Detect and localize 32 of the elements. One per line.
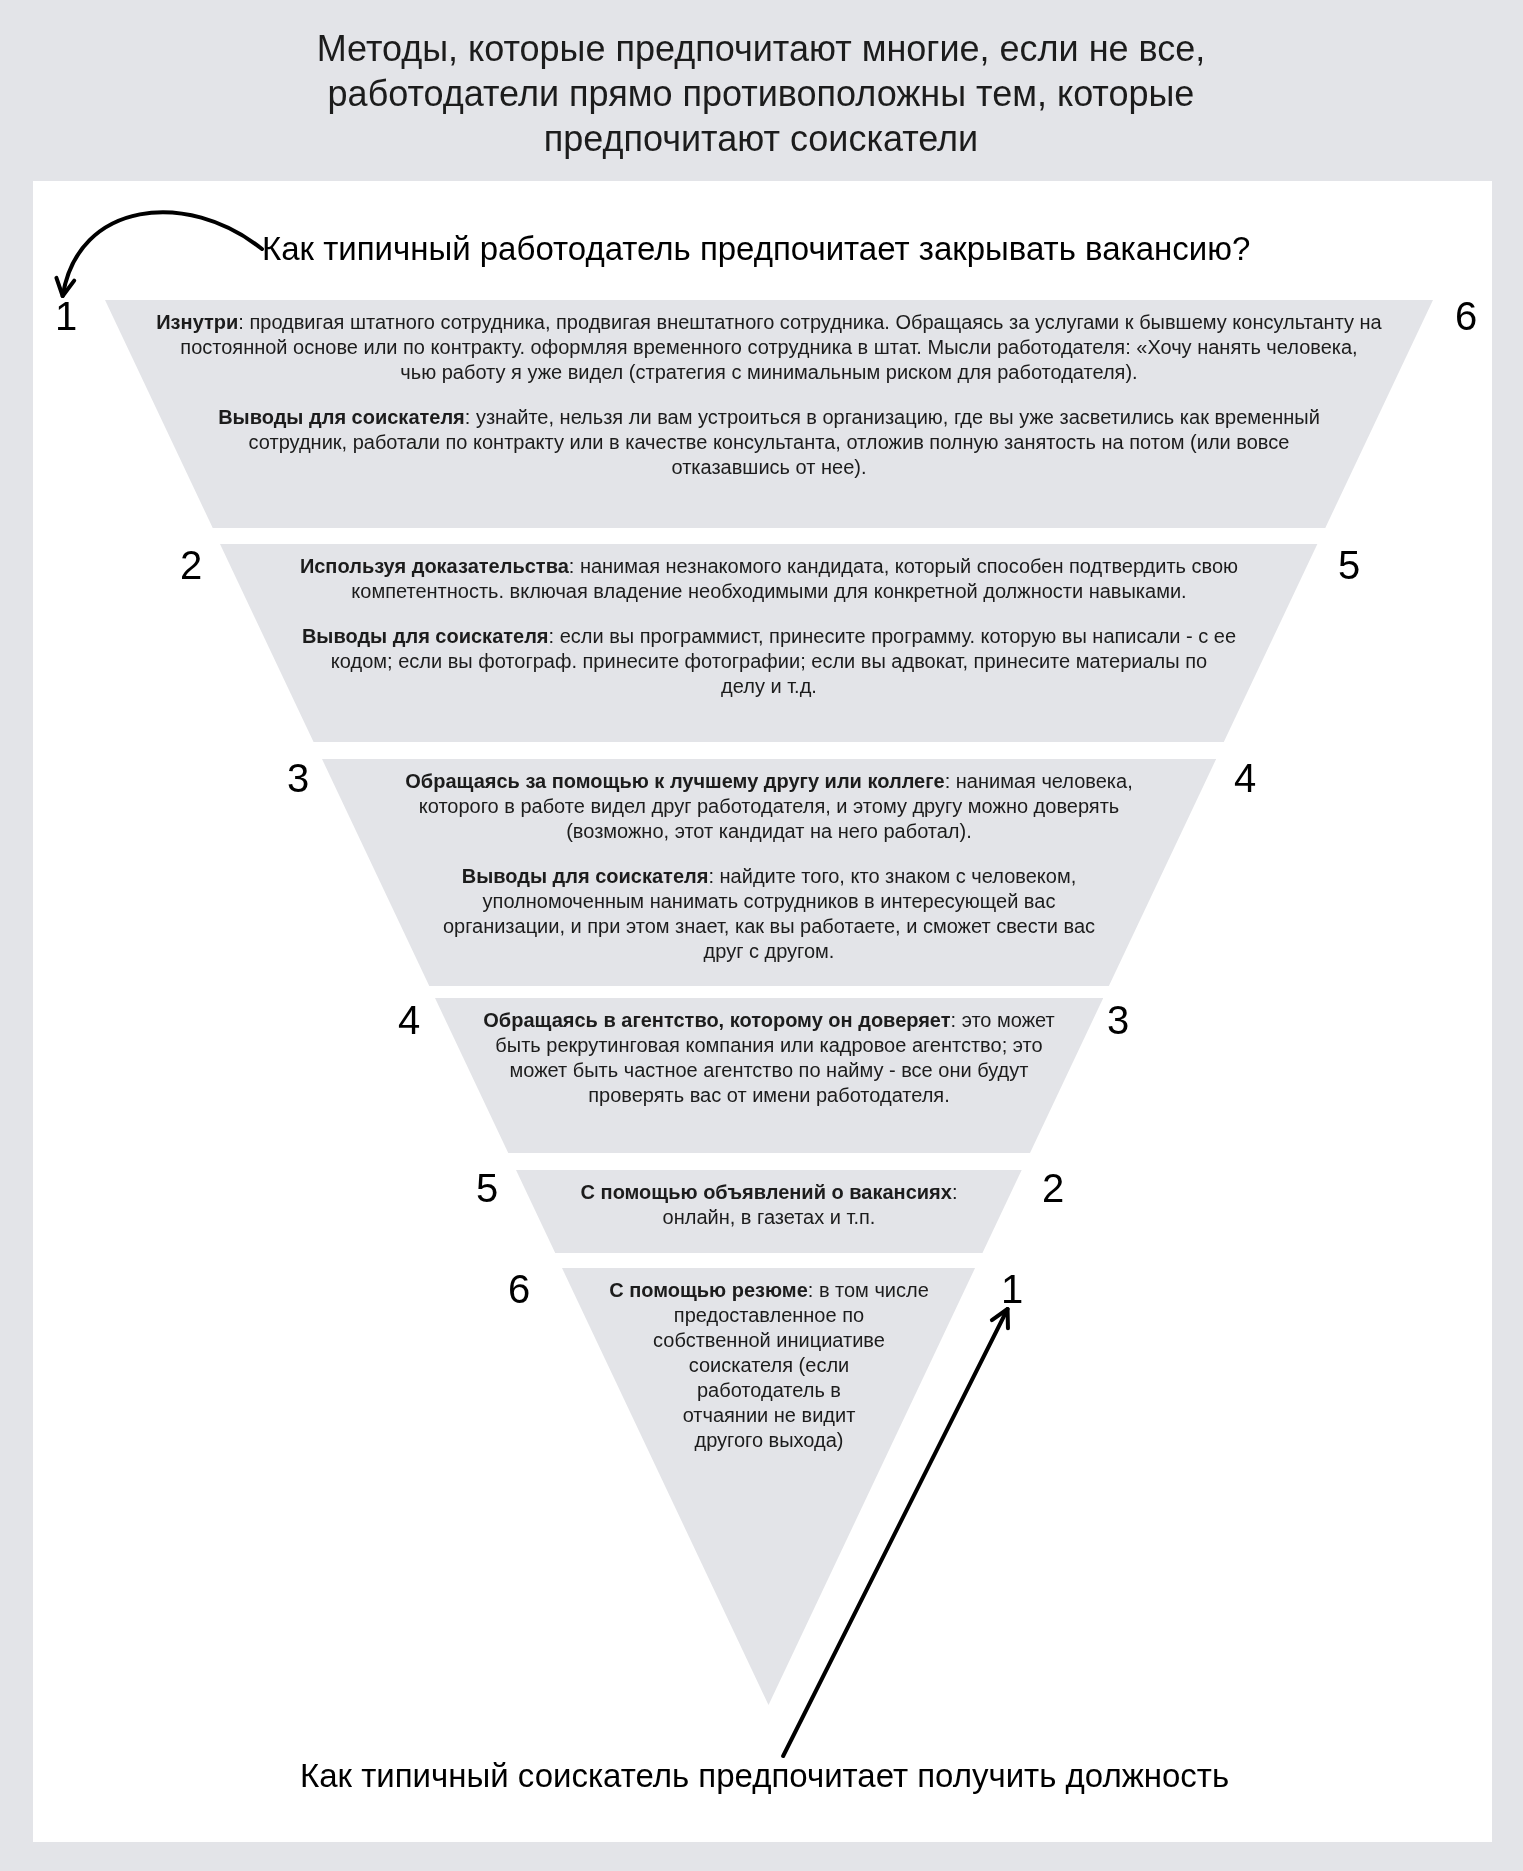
funnel-level [220, 544, 1318, 742]
rank-number: 5 [475, 1168, 499, 1208]
question-text: Как типичный соискатель предпочитает получить должность [300, 1756, 1230, 1796]
rank-number: 1 [54, 296, 78, 336]
rank-number: 6 [1454, 296, 1478, 336]
band-text: Обращаясь за помощью к лучшему другу или коллеге: нанимая человека, которого в работе видел друг работодателя, и этому другу можно доверять (возможно, этот кандидат на него работал). [405, 770, 1133, 842]
rank-number: 3 [286, 758, 310, 798]
funnel-level [516, 1170, 1022, 1253]
rank-number: 2 [179, 545, 203, 585]
rank-number: 4 [1233, 758, 1257, 798]
funnel-level [562, 1268, 976, 1705]
question-text: Как типичный работодатель предпочитает закрывать вакансию? [262, 229, 1251, 269]
rank-number: 6 [507, 1269, 531, 1309]
band-text: Изнутри: продвигая штатного сотрудника, продвигая внештатного сотрудника. Обращаясь за услугами к бывшему консультанту на постоянной основе или по контракту. оформляя временного сотрудника в штат. Мысли работодателя: «Хочу нанять человека, чью работу я уже видел (стратегия с минимальным риском для работодателя). [156, 311, 1382, 383]
band-text: Выводы для соискателя: найдите того, кто знаком с человеком, уполномоченным нанимать сотрудников в интересующей вас организации, и при этом знает, как вы работаете, и сможет свести вас друг с другом. [442, 865, 1096, 962]
band-text: С помощью резюме: в том числе предоставленное по собственной инициативе соискателя (если работодатель в отчаянии не видит другого выхода) [609, 1279, 929, 1451]
band-text: Обращаясь в агентство, которому он доверяет: это может быть рекрутинговая компания или кадровое агентство; это может быть частное агентство по найму - все они будут проверять вас от имени работодателя. [483, 1009, 1055, 1106]
funnel-level [105, 300, 1433, 528]
rank-number: 1 [1000, 1269, 1024, 1309]
band-text: С помощью объявлений о вакансиях: онлайн, в газетах и т.п. [580, 1181, 958, 1228]
funnel-level [434, 998, 1104, 1153]
arrow [781, 1307, 1010, 1758]
band-text: Выводы для соискателя: если вы программист, принесите программу. которую вы написали - с ее кодом; если вы фотограф. принесите фотографии; если вы адвокат, принесите материалы по делу и т.д. [301, 625, 1237, 697]
curved-arrow [56, 210, 264, 298]
title: Методы, которые предпочитают многие, если не все, работодатели прямо противоположны тем, которые предпочитают соискатели [315, 27, 1207, 161]
rank-number: 2 [1041, 1168, 1065, 1208]
band-text: Выводы для соискателя: узнайте, нельзя ли вам устроиться в организацию, где вы уже засветились как временный сотрудник, работали по контракту или в качестве консультанта, отложив полную занятость на потом (или вовсе отказавшись от нее). [218, 406, 1320, 478]
rank-number: 4 [397, 1000, 421, 1040]
rank-number: 3 [1106, 1000, 1130, 1040]
funnel-level [321, 759, 1217, 986]
rank-number: 5 [1337, 545, 1361, 585]
band-text: Используя доказательства: нанимая незнакомого кандидата, который способен подтвердить свою компетентность. включая владение необходимыми для конкретной должности навыками. [299, 555, 1239, 602]
